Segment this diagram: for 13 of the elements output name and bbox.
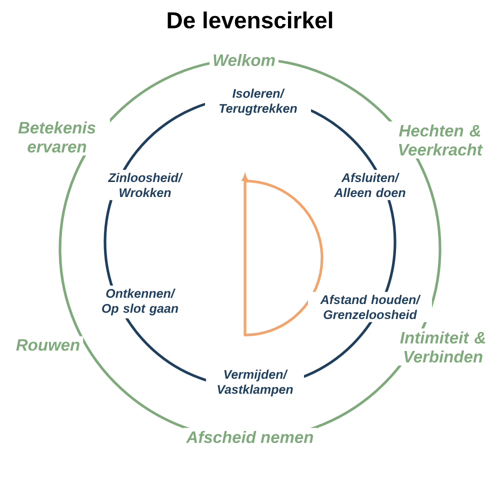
title: De levenscirkel: [168, 12, 332, 28]
stage-label: Hechten & Veerkracht: [382, 121, 498, 159]
stage-label: Afscheid nemen: [183, 428, 317, 446]
pattern-label: Vermijden/ Vastklampen: [206, 366, 304, 400]
stage-label: Intimiteit & Verbinden: [385, 328, 500, 366]
pattern-label: Afsluiten/ Alleen doen: [322, 170, 418, 200]
stage-label: Rouwen: [12, 336, 84, 354]
pattern-label: Zinloosheid/ Wrokken: [98, 170, 192, 200]
pattern-label: Afstand houden/ Grenzeloosheid: [308, 292, 432, 322]
stage-label: Betekenis ervaren: [4, 118, 110, 156]
pattern-label: Isoleren/ Terugtrekken: [205, 86, 311, 118]
pattern-label: Ontkennen/ Op slot gaan: [91, 286, 189, 318]
stage-label: Welkom: [210, 50, 278, 70]
